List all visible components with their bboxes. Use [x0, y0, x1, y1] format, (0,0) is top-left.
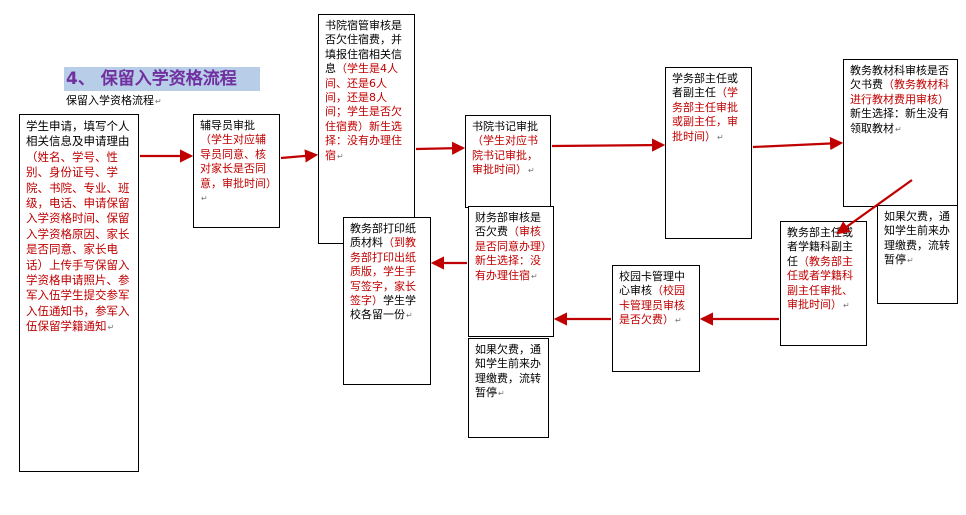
arrow-counselor-to-dorm: [280, 149, 319, 163]
step-textbook-fee-review: 教务教材科审核是否欠书费（教务教材科进行教材费用审核）新生选择：新生没有领取教材…: [843, 59, 958, 207]
step-textbook-arrears-notice: 如果欠费，通知学生前来办理缴费，流转暂停↵: [877, 205, 958, 304]
step-print-documents: 教务部打印纸质材料（到教务部打印出纸质版，学生手写签字，家长签字）学生学校各留一…: [343, 217, 431, 385]
step-campus-card-review: 校园卡管理中心审核（校园卡管理员审核是否欠费）↵: [612, 265, 700, 372]
arrow-directors-to-textbook: [752, 136, 844, 151]
step-finance-review: 财务部审核是否欠费（审核是否同意办理）新生选择：没有办理住宿↵: [468, 206, 554, 337]
arrow-dorm-to-secretary: [415, 141, 466, 155]
step-finance-arrears-notice: 如果欠费，通知学生前来办理缴费，流转暂停↵: [468, 338, 549, 438]
step-student-apply: 学生申请，填写个人相关信息及申请理由（姓名、学号、性别、身份证号、学院、书院、专…: [19, 114, 139, 472]
step-secretary-approval: 书院书记审批（学生对应书院书记审批，审批时间）↵: [465, 115, 551, 208]
step-academic-affairs-director: 教务部主任或者学籍科副主任（教务部主任或者学籍科副主任审批、审批时间）↵: [780, 221, 867, 346]
step-counselor-approval: 辅导员审批（学生对应辅导员同意、核对家长是否同意，审批时间）↵: [193, 114, 280, 228]
arrow-secretary-to-directors: [551, 138, 666, 152]
step-dorm-review: 书院宿管审核是否欠住宿费，并填报住宿相关信息（学生是4人间、还是6人间，还是8人…: [318, 14, 415, 244]
step-student-affairs-director: 学务部主任或者副主任（学务部主任审批或副主任，审批时间）↵: [665, 67, 752, 239]
page-title: 4、 保留入学资格流程: [64, 67, 260, 91]
page-subtitle: 保留入学资格流程↵: [66, 94, 162, 107]
